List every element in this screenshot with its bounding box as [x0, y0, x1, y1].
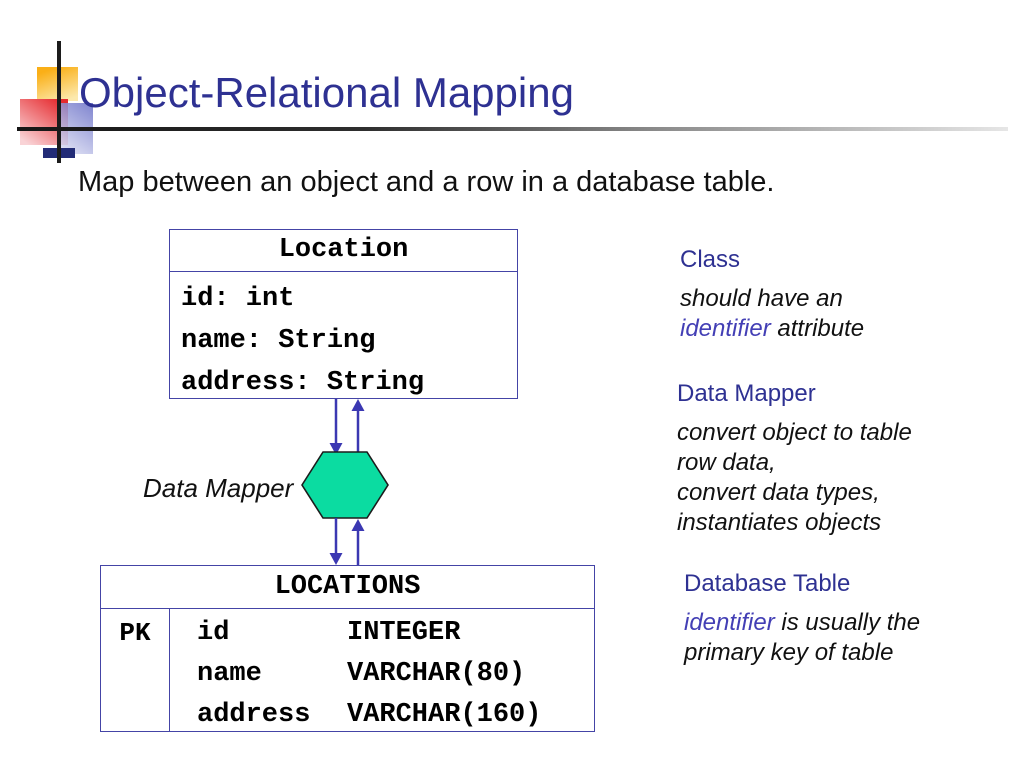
- arrow-object-to-mapper: [329, 399, 343, 455]
- column-type: VARCHAR(80): [347, 659, 526, 689]
- title-underline-rule: [17, 127, 1008, 131]
- pk-cell: PK: [101, 609, 170, 732]
- arrow-mapper-to-object: [351, 399, 365, 454]
- data-mapper-hexagon: [301, 451, 389, 519]
- column-name: name: [197, 659, 262, 689]
- table-row: name VARCHAR(80): [197, 654, 594, 695]
- uml-class-box: Location id: int name: String address: S…: [169, 229, 518, 399]
- column-type: INTEGER: [347, 618, 461, 648]
- column-type: VARCHAR(160): [347, 700, 542, 730]
- annotation-heading: Database Table: [684, 570, 851, 597]
- db-table-body: PK id INTEGER name VARCHAR(80) address VARC…: [101, 609, 594, 732]
- db-table-name: LOCATIONS: [101, 566, 594, 609]
- table-row: address VARCHAR(160): [197, 695, 594, 736]
- slide-title: Object-Relational Mapping: [79, 69, 574, 116]
- slide-subtitle: Map between an object and a row in a dat…: [78, 166, 775, 198]
- uml-class-attributes: id: int name: String address: String: [170, 272, 517, 404]
- annotation-database-table: Database Table identifier is usually the…: [684, 570, 1024, 668]
- table-row: id INTEGER: [197, 613, 594, 654]
- annotation-heading: Class: [680, 246, 741, 273]
- arrow-mapper-to-table: [329, 518, 343, 565]
- annotation-heading: Data Mapper: [677, 380, 816, 407]
- data-mapper-label: Data Mapper: [143, 473, 294, 503]
- db-table-box: LOCATIONS PK id INTEGER name VARCHAR(80) a…: [100, 565, 595, 732]
- arrow-table-to-mapper: [351, 519, 365, 566]
- column-name: address: [197, 700, 311, 730]
- db-table-columns: id INTEGER name VARCHAR(80) address VARCHAR…: [170, 609, 594, 732]
- uml-attribute: id: int: [181, 284, 295, 314]
- uml-class-name: Location: [170, 230, 517, 272]
- ornament-vertical-line: [57, 41, 61, 163]
- column-name: id: [197, 618, 230, 648]
- uml-attribute: address: String: [181, 368, 425, 398]
- uml-attribute: name: String: [181, 326, 376, 356]
